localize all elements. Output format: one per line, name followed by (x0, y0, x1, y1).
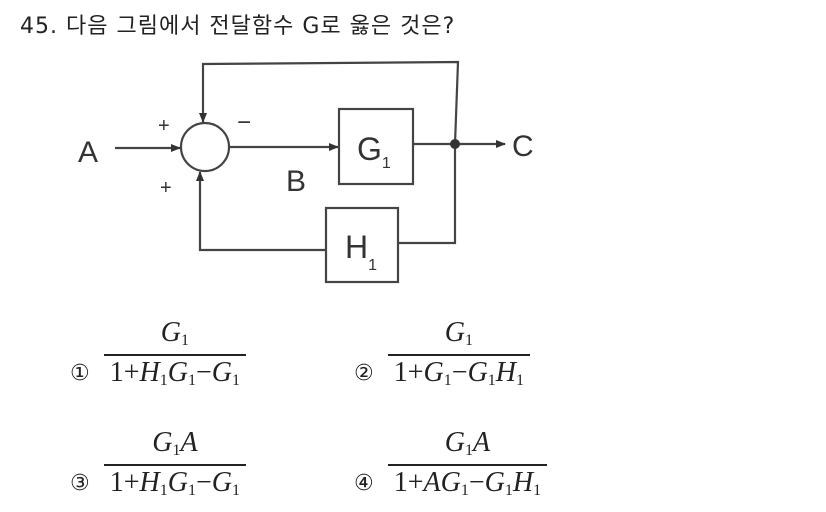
output-label: C (512, 130, 534, 163)
input-label: A (78, 136, 98, 169)
option-1-formula: G1 1+H1G1−G1 (103, 317, 247, 389)
g1-block (337, 107, 415, 186)
h1-block (324, 206, 400, 284)
bottom-feedback-line (196, 171, 326, 252)
branch-point (450, 139, 460, 149)
option-2-formula: G1 1+G1−G1H1 (387, 317, 531, 389)
option-1[interactable]: ① G1 1+H1G1−G1 (70, 317, 247, 389)
option-2[interactable]: ② G1 1+G1−G1H1 (354, 317, 531, 389)
option-4[interactable]: ④ G1A 1+AG1−G1H1 (354, 427, 548, 499)
option-3-formula: G1A 1+H1G1−G1 (103, 427, 247, 499)
option-marker: ④ (354, 471, 374, 497)
option-marker: ① (70, 361, 90, 387)
question-text: 다음 그림에서 전달함수 G로 옳은 것은? (66, 14, 456, 39)
question-number: 45. (20, 14, 58, 39)
option-4-formula: G1A 1+AG1−G1H1 (387, 427, 548, 499)
sign-top-feedback: − (237, 109, 251, 136)
h1-label: H1 (345, 229, 377, 274)
question-title: 45. 다음 그림에서 전달함수 G로 옳은 것은? (20, 8, 455, 40)
summing-junction (179, 121, 231, 173)
g1-label: G1 (357, 131, 391, 172)
option-3[interactable]: ③ G1A 1+H1G1−G1 (70, 427, 247, 499)
sign-input: + (158, 115, 170, 137)
sign-bottom-feedback: + (160, 177, 172, 199)
signal-label: B (286, 165, 306, 198)
option-marker: ② (354, 361, 374, 387)
top-feedback-line (199, 60, 460, 145)
option-marker: ③ (70, 471, 90, 497)
